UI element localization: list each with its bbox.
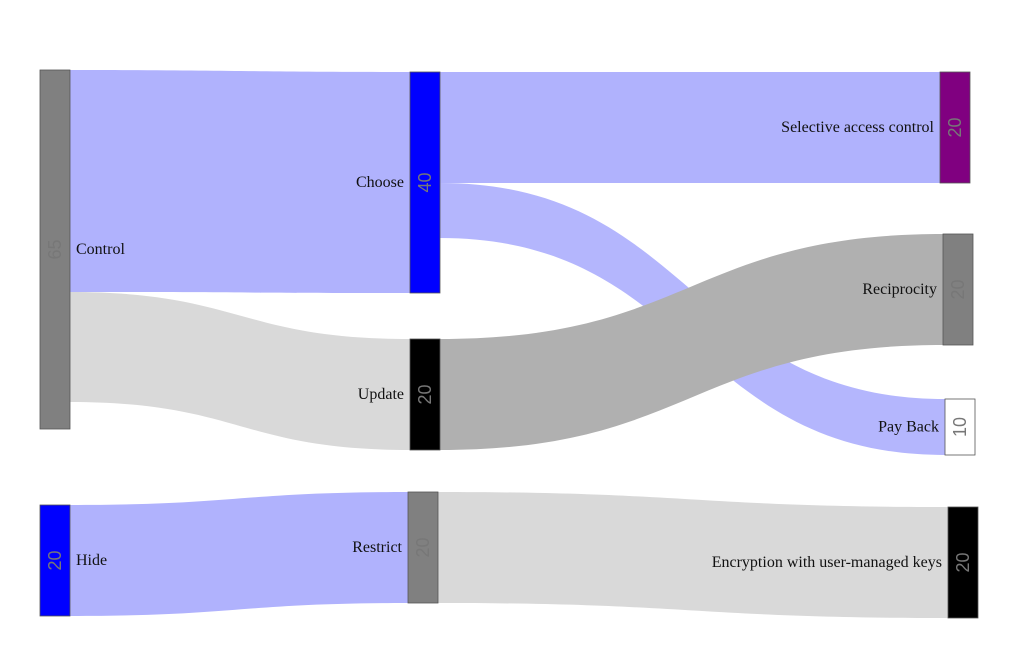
node-payback[interactable] (944, 398, 976, 456)
node-encryption-value: 20 (953, 552, 973, 572)
link-hide-to-restrict (70, 492, 408, 616)
node-control-label: Control (76, 241, 125, 258)
node-update-value: 20 (415, 384, 435, 404)
node-update[interactable] (409, 338, 441, 451)
link-update-to-reciprocity (440, 234, 943, 450)
node-restrict[interactable] (407, 491, 439, 604)
link-choose-to-selective (440, 72, 940, 183)
link-restrict-to-encryption (438, 492, 948, 618)
node-choose-value: 40 (415, 172, 435, 192)
node-selective-value: 20 (945, 117, 965, 137)
node-encryption[interactable] (947, 506, 979, 619)
node-control-value: 65 (45, 239, 65, 259)
node-reciprocity-label: Reciprocity (862, 281, 937, 298)
link-control-to-update (70, 292, 410, 450)
node-selective-label: Selective access control (781, 119, 934, 136)
node-update-label: Update (358, 386, 404, 403)
node-choose-label: Choose (356, 174, 404, 191)
node-reciprocity-value: 20 (948, 279, 968, 299)
node-restrict-value: 20 (413, 537, 433, 557)
node-hide-label: Hide (76, 552, 107, 569)
node-restrict-label: Restrict (352, 539, 402, 556)
node-choose[interactable] (409, 71, 441, 294)
node-control[interactable] (39, 69, 71, 430)
nodes-layer (39, 69, 979, 619)
links-layer (70, 70, 948, 618)
link-control-to-choose (70, 70, 410, 293)
node-payback-label: Pay Back (878, 419, 939, 436)
node-reciprocity[interactable] (942, 233, 974, 346)
node-selective[interactable] (939, 71, 971, 184)
node-payback-value: 10 (950, 417, 970, 437)
node-hide-value: 20 (45, 550, 65, 570)
node-encryption-label: Encryption with user-managed keys (712, 554, 942, 571)
node-hide[interactable] (39, 504, 71, 617)
